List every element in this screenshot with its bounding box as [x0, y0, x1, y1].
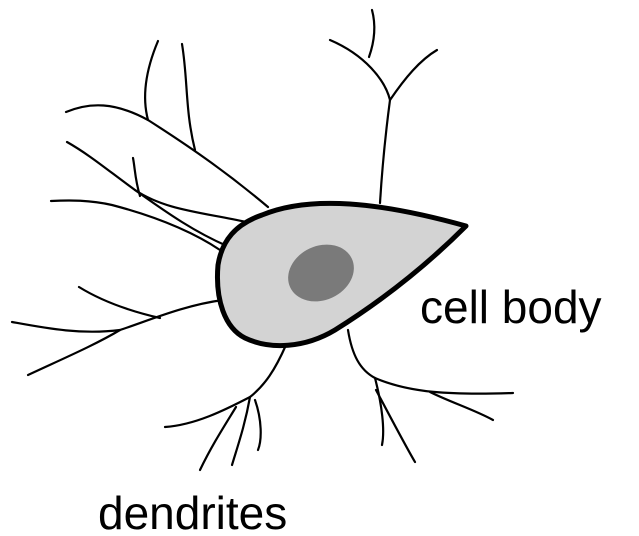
dendrite-left-twig-1	[79, 287, 160, 318]
dendrites-left	[12, 287, 223, 375]
dendrites-top	[330, 10, 437, 203]
dendrite-bottom-left-twig-3	[255, 400, 261, 450]
dendrite-bottom-left-main	[165, 345, 286, 427]
dendrite-top-main	[330, 40, 390, 203]
dendrite-left-lower	[51, 200, 220, 250]
dendrites-bottom-right	[348, 330, 513, 462]
dendrite-upper-left-main	[66, 105, 268, 207]
dendrite-left-twig-2	[28, 330, 120, 375]
dendrites-bottom-left	[165, 345, 286, 470]
dendrite-top-twig-1	[369, 10, 374, 57]
dendrite-top-twig-2	[390, 50, 437, 100]
dendrites-label: dendrites	[98, 490, 287, 536]
dendrites-upper-left	[51, 41, 268, 250]
dendrite-bottom-right-main	[348, 330, 513, 394]
cell-body-label: cell body	[420, 284, 602, 330]
dendrite-bottom-right-twig-2	[430, 392, 493, 420]
dendrite-upper-left-upper	[67, 142, 246, 222]
dendrite-bottom-left-twig-2	[200, 407, 236, 470]
dendrite-bottom-right-twig-1	[375, 378, 383, 445]
dendrite-upper-left-twig-1	[182, 44, 195, 150]
dendrite-upper-left-twig-2	[145, 41, 158, 120]
dendrite-bottom-right-twig-3	[376, 390, 415, 462]
